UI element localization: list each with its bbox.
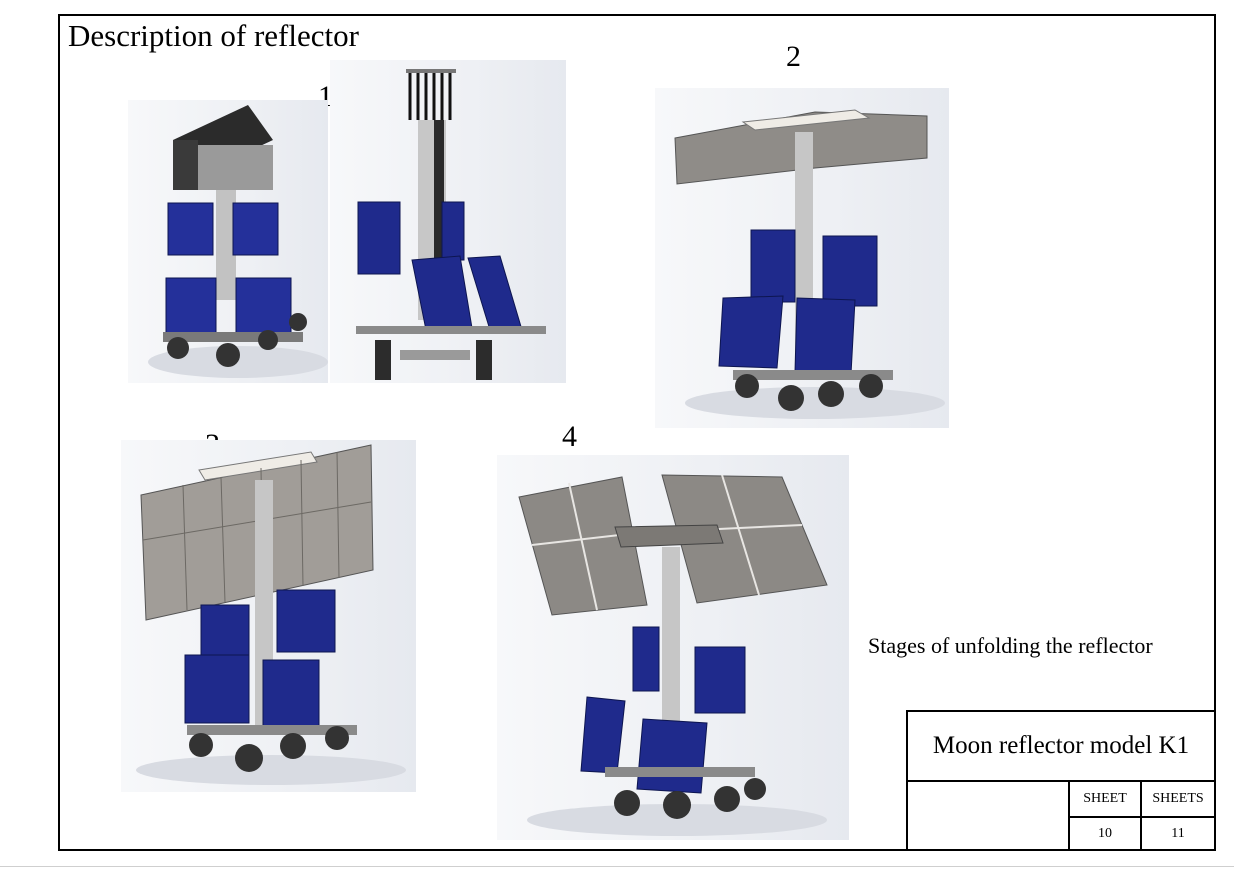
rover-reflector-half-open-image <box>136 444 406 785</box>
rover-folded-side-image <box>356 69 546 380</box>
sheet-label: SHEET <box>1070 782 1142 818</box>
sheets-total: 11 <box>1171 825 1185 841</box>
title-block-empty-cell <box>908 782 1070 849</box>
rover-reflector-raised-image <box>674 109 945 419</box>
stage-label-2: 2 <box>786 40 801 73</box>
title-block: Moon reflector model K1 SHEET SHEETS 10 … <box>906 710 1216 851</box>
drawing-frame <box>58 14 1216 851</box>
stage-1-render-isometric <box>128 100 328 383</box>
stage-4-render <box>497 455 849 840</box>
stage-3-render <box>121 440 416 792</box>
stage-label-4: 4 <box>562 420 577 453</box>
rover-folded-isometric-image <box>148 105 328 378</box>
model-name: Moon reflector model K1 <box>908 712 1214 782</box>
page-edge-divider <box>0 866 1234 867</box>
drawing-title: Description of reflector <box>68 18 359 53</box>
stages-caption: Stages of unfolding the reflector <box>868 633 1153 658</box>
stage-1-render-side <box>330 60 566 383</box>
sheet-number: 10 <box>1070 818 1142 849</box>
rover-reflector-deployed-image <box>518 474 828 836</box>
sheets-label: SHEETS <box>1142 782 1214 818</box>
stage-2-render <box>655 88 949 428</box>
